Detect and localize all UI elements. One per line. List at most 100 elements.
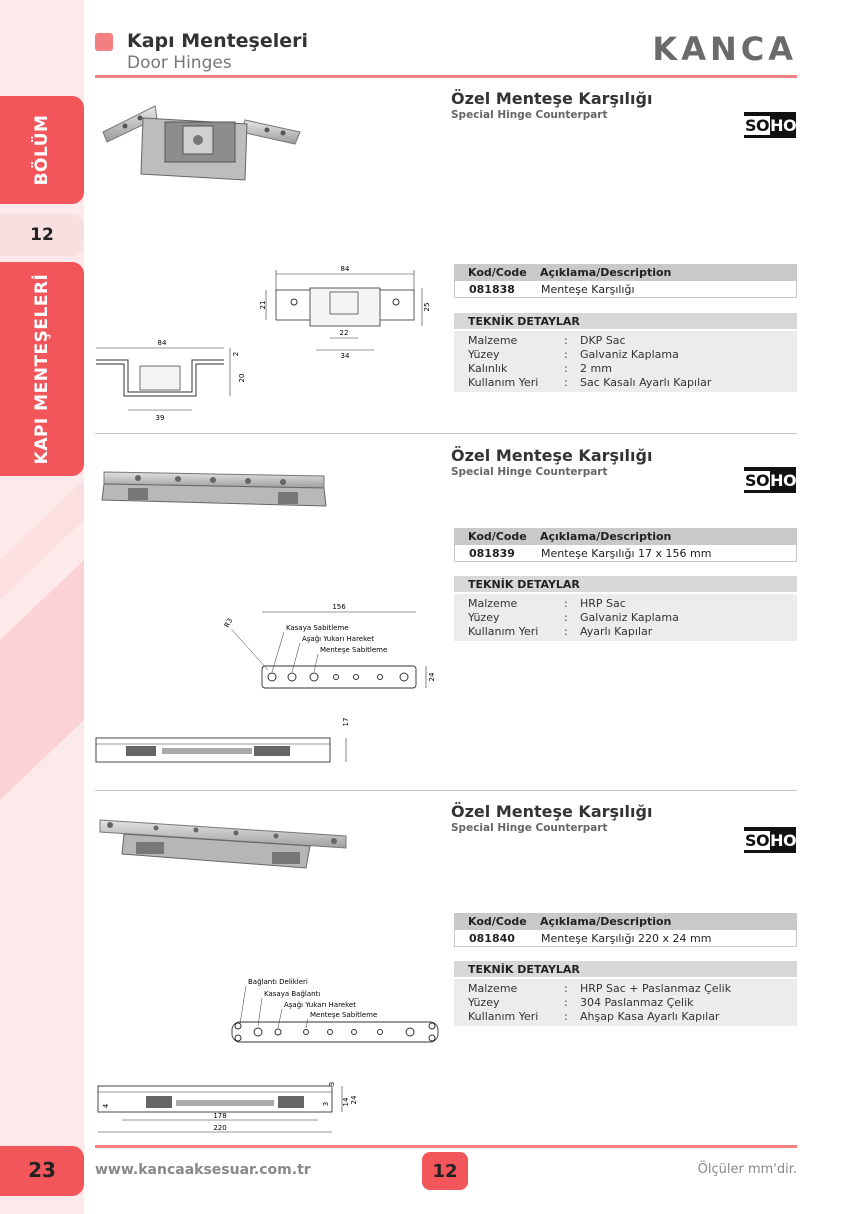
product-subtitle-2: Special Hinge Counterpart (451, 466, 608, 478)
section-divider (95, 433, 797, 434)
product-title-2: Özel Menteşe Karşılığı (451, 446, 653, 465)
website-link[interactable]: www.kancaaksesuar.com.tr (95, 1162, 311, 1178)
product-code: 081840 (469, 931, 515, 945)
soho-badge-so: SO (743, 830, 771, 850)
product-photo-3 (99, 819, 347, 869)
code-header: Kod/Code (468, 266, 527, 279)
spec-value: 304 Paslanmaz Çelik (580, 995, 694, 1009)
callout-label: Aşağı Yukarı Hareket (302, 635, 374, 643)
brand-logo: KANCA (652, 30, 797, 68)
table-row: 081838 Menteşe Karşılığı (454, 281, 797, 298)
technical-drawing-top-3: Bağlantı Delikleri Kasaya Bağlantı Aşağı… (231, 978, 439, 1043)
product-subtitle-1: Special Hinge Counterpart (451, 109, 608, 121)
dim-top-h-left: 21 (259, 301, 267, 310)
footer-divider (95, 1145, 797, 1148)
section-label: BÖLÜM (32, 114, 52, 186)
dim-d1: 14 (342, 1097, 350, 1106)
spec-row: Kullanım Yeri:Ahşap Kasa Ayarlı Kapılar (454, 1009, 797, 1023)
spec-value: 2 mm (580, 361, 612, 375)
product-title-1: Özel Menteşe Karşılığı (451, 89, 653, 108)
dim-height: 24 (428, 672, 436, 681)
spec-row: Yüzey:Galvaniz Kaplama (454, 347, 797, 361)
code-table-header: Kod/Code Açıklama/Description (454, 264, 797, 281)
dim-top-h-right: 25 (423, 303, 431, 312)
spec-key: Kullanım Yeri (468, 624, 539, 638)
spec-key: Malzeme (468, 596, 518, 610)
spec-value: Ahşap Kasa Ayarlı Kapılar (580, 1009, 720, 1023)
product-description: Menteşe Karşılığı 17 x 156 mm (541, 546, 712, 560)
dim-inner-a: 22 (340, 329, 349, 337)
description-header: Açıklama/Description (540, 915, 672, 928)
spec-key: Kullanım Yeri (468, 1009, 539, 1023)
product-description: Menteşe Karşılığı 220 x 24 mm (541, 931, 712, 945)
code-table-1: Kod/Code Açıklama/Description 081838 Men… (454, 264, 797, 298)
soho-badge-so: SO (743, 115, 771, 135)
callout-label: Bağlantı Delikleri (248, 978, 308, 986)
callout-label: Aşağı Yukarı Hareket (284, 1001, 356, 1009)
technical-drawing-side-2: 17 (95, 718, 350, 763)
spec-key: Malzeme (468, 981, 518, 995)
dim-d2: 24 (350, 1095, 358, 1104)
dim-hole: R3 (223, 617, 235, 629)
section-number-box (0, 214, 84, 256)
product-photo-1 (102, 105, 301, 181)
code-table-header: Kod/Code Açıklama/Description (454, 528, 797, 545)
dim-top-width: 84 (341, 265, 350, 273)
callout-label: Menteşe Sabitleme (320, 646, 387, 654)
description-header: Açıklama/Description (540, 530, 672, 543)
spec-key: Malzeme (468, 333, 518, 347)
technical-drawing-top-1: 84 21 25 22 34 (259, 265, 431, 360)
page-subtitle: Door Hinges (127, 53, 232, 73)
page-number-left: 23 (28, 1158, 56, 1182)
dim-total: 220 (213, 1124, 226, 1132)
tech-details-header: TEKNİK DETAYLAR (454, 313, 797, 329)
soho-badge-so: SO (743, 470, 771, 490)
spec-key: Kalınlık (468, 361, 508, 375)
spec-row: Yüzey:Galvaniz Kaplama (454, 610, 797, 624)
spec-value: HRP Sac (580, 596, 626, 610)
code-table-header: Kod/Code Açıklama/Description (454, 913, 797, 930)
dim-t1: 3 (328, 1082, 336, 1086)
header-marker (95, 33, 113, 51)
spec-row: Malzeme:HRP Sac + Paslanmaz Çelik (454, 981, 797, 995)
product-subtitle-3: Special Hinge Counterpart (451, 822, 608, 834)
section-divider (95, 790, 797, 791)
tech-details-3: TEKNİK DETAYLAR Malzeme:HRP Sac + Paslan… (454, 961, 797, 1026)
spec-key: Yüzey (468, 995, 500, 1009)
tech-details-1: TEKNİK DETAYLAR Malzeme:DKP Sac Yüzey:Ga… (454, 313, 797, 392)
technical-drawing-side-1: 84 2 20 39 (96, 339, 246, 422)
technical-drawing-top-2: 156 R3 Kasaya Sabitleme Aşağı Yukarı Har… (223, 603, 436, 689)
code-header: Kod/Code (468, 915, 527, 928)
page-number: 12 (432, 1161, 458, 1182)
dim-side-h: 20 (238, 374, 246, 383)
spec-row: Yüzey:304 Paslanmaz Çelik (454, 995, 797, 1009)
product-code: 081839 (469, 546, 515, 560)
dim-t2: 3 (322, 1102, 330, 1106)
spec-value: Galvaniz Kaplama (580, 610, 679, 624)
soho-badge-ho: HO (770, 470, 797, 490)
product-photo-2 (101, 471, 327, 507)
tech-details-header: TEKNİK DETAYLAR (454, 961, 797, 977)
dim-depth: 17 (342, 718, 350, 727)
tech-details-header: TEKNİK DETAYLAR (454, 576, 797, 592)
dim-side-t: 2 (232, 352, 240, 356)
spec-key: Yüzey (468, 610, 500, 624)
dim-left: 4 (102, 1103, 110, 1108)
spec-value: DKP Sac (580, 333, 626, 347)
spec-row: Kalınlık:2 mm (454, 361, 797, 375)
code-table-3: Kod/Code Açıklama/Description 081840 Men… (454, 913, 797, 947)
spec-key: Yüzey (468, 347, 500, 361)
category-label-box (0, 262, 84, 476)
tech-details-2: TEKNİK DETAYLAR Malzeme:HRP Sac Yüzey:Ga… (454, 576, 797, 641)
spec-row: Kullanım Yeri:Sac Kasalı Ayarlı Kapılar (454, 375, 797, 389)
code-table-2: Kod/Code Açıklama/Description 081839 Men… (454, 528, 797, 562)
dim-side-width: 84 (158, 339, 167, 347)
spec-row: Malzeme:DKP Sac (454, 333, 797, 347)
header-divider (95, 75, 797, 78)
section-label-box (0, 96, 84, 204)
product-description: Menteşe Karşılığı (541, 282, 635, 296)
dim-side-base: 39 (156, 414, 165, 422)
section-number: 12 (30, 225, 54, 245)
dim-inner-b: 34 (341, 352, 350, 360)
